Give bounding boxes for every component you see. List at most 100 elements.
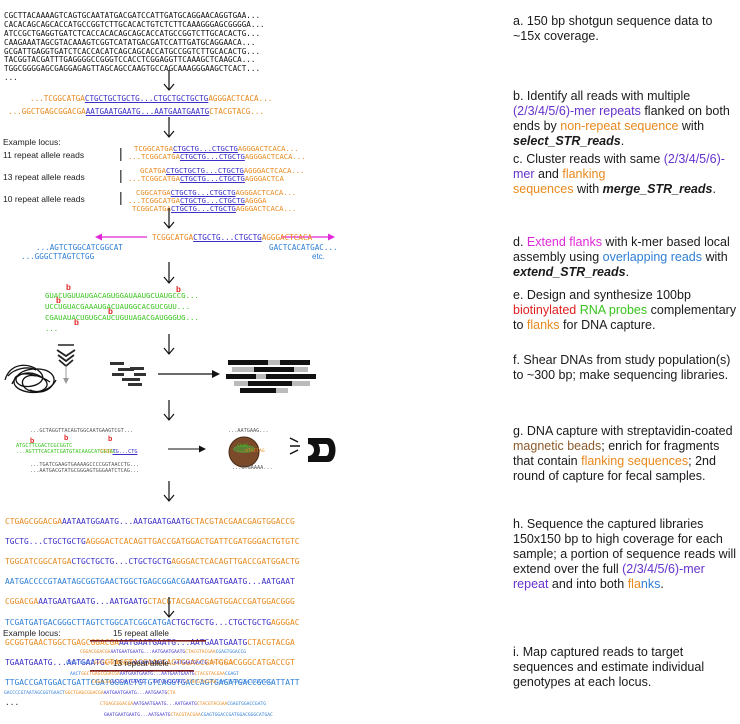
raw-reads-ellipsis: ... xyxy=(4,73,18,83)
allele-15-alignment: CGGACGGACGAAATGAATGAATG...AATGAATGAATGCT… xyxy=(66,649,246,677)
cluster-bracket: | xyxy=(119,145,123,161)
flank-seq: AGGGAC xyxy=(271,617,300,627)
step-d-center-read: TCGGCATGACTGCTG...CTGCTGAGGGACTCACA xyxy=(152,234,312,242)
repeat-seq: CTGCTG...CTGCTG xyxy=(170,204,236,213)
flank-seq: GCGGTGAACTGGCTGAGCGGACGA xyxy=(5,637,120,647)
flank-term: sequences xyxy=(513,182,574,196)
flank-right: AGGGACTCACA... xyxy=(237,144,299,153)
raw-read: CGCTTACAAAAGTCAGTGCAATATGACGATCCATTGATGC… xyxy=(4,10,261,20)
genomic-dna-tangle xyxy=(4,364,57,394)
overlap-term: overlapping reads xyxy=(602,250,702,264)
repeat-seq: CTGCTG...CTGCTG xyxy=(179,152,245,161)
text: h. Sequence the captured libraries 150x1… xyxy=(513,517,737,576)
cluster-bracket: | xyxy=(119,167,123,183)
text: with xyxy=(678,119,705,133)
step-h-text: h. Sequence the captured libraries 150x1… xyxy=(513,517,737,592)
text: e. Design and synthesize 100bp xyxy=(513,288,691,302)
text: g. DNA capture with streptavidin-coated xyxy=(513,424,733,438)
text: b. Identify all reads with multiple xyxy=(513,89,691,103)
step-b-read-2: ...GGCTGAGCGGACGAAATGAATGAATG...AATGAATG… xyxy=(8,108,264,116)
flank-left: ...TCGGCATGA xyxy=(128,174,180,183)
step-a-text: a. 150 bp shotgun sequence data to ~15x … xyxy=(513,14,713,43)
shearing-illustration xyxy=(4,344,316,394)
probe: ...AGTTTCACATCGATGTACAAGCATGGTAC xyxy=(16,449,116,455)
tool-name: extend_STR_reads xyxy=(513,265,626,279)
repeat-seq: CTGCTGCTG...CTGCTGCTG xyxy=(71,557,172,567)
biotin-marker: b xyxy=(64,435,69,442)
allele-13-bar xyxy=(90,670,194,672)
biotin-marker: b xyxy=(74,318,79,327)
text: . xyxy=(660,577,664,591)
text: complementary to xyxy=(513,303,737,332)
raw-read: CACACAGCAGCACCATGCCGGTCTTGCACACTGTCTCTTC… xyxy=(4,19,265,29)
step-i-text: i. Map captured reads to target sequence… xyxy=(513,645,705,689)
capture-background-fragments: ...TGATCGAAGTGAAAAGCCCCGGTAACCTG......AA… xyxy=(30,462,139,474)
fragment: ...TGATCGAAGTGAAAAGCCCCGGTAACCTG... xyxy=(30,462,140,468)
text: for DNA capture. xyxy=(559,318,656,332)
probe: ATGCTTCGACTCGCGGTC xyxy=(16,443,73,449)
cluster-reads-10: CGGCATGACTGCTG...CTGCTGAGGGACTCACA......… xyxy=(128,189,296,213)
flank-seq: CTACGTACGA xyxy=(247,637,295,647)
bead-term: magnetic beads xyxy=(513,439,602,453)
captured-reads-block: CTGAGCGGACGAAATAATGGAATG...AATGAATGAATG C… xyxy=(5,507,300,718)
cluster-label-11: 11 repeat allele reads xyxy=(3,150,85,160)
step-f-text: f. Shear DNAs from study population(s) t… xyxy=(513,353,731,382)
biotin-term: biotinylated xyxy=(513,303,577,317)
repeat-seq: CTGCTG...CTGCTG xyxy=(193,233,262,242)
extension-seq: TTGACCGATGGACTGATTCGATGGGACTGTGTCAGGTGAC… xyxy=(5,677,300,687)
flank-left: ...TCGGCATGA xyxy=(128,196,180,205)
rna-probes: GUACUGUUAUGACAGUGGAUAAUGCUAUGCCG... UCCUG… xyxy=(45,290,199,334)
probe: CGAUAUACUGUGCAUCUGUUAGACGAUGGGUG... xyxy=(45,313,199,322)
flank: ...ATGCTAG xyxy=(237,449,265,454)
flank-right: AGGGACTCACA xyxy=(261,233,313,242)
cluster-label-13: 13 repeat allele reads xyxy=(3,172,85,182)
repeat-seq: CTGCTG...CTGCTG xyxy=(179,196,245,205)
flank-term: flanking sequences xyxy=(581,454,689,468)
repeat-seq: AATGAATGAATG...AATGAATGAATG xyxy=(85,107,210,116)
captured-read: TGGCATCGGCATGACTGCTGCTG...CTGCTGCTGAGGGA… xyxy=(5,557,300,567)
probe: CAAG... xyxy=(237,444,257,449)
flank-left: GCATGA xyxy=(140,166,166,175)
flank-term: fla xyxy=(627,577,641,591)
flank-right: AGGGACTCACA... xyxy=(208,94,273,103)
flank-term: flanking xyxy=(562,167,606,181)
repeat-seq: CTGCTG...CTGCTG xyxy=(179,174,245,183)
flank-right: AGGGACTCACA... xyxy=(235,188,297,197)
repeat-seq: AATAATGGAATG...AATGAATGAATG xyxy=(62,517,191,527)
captured-read: AATGACCCCGTAATAGCGGTGAACTGGCTGAGCGGACGAA… xyxy=(5,577,300,587)
raw-read: TGGCGGGGAGCGAGGAGAGTTAGCAGCCAAGTGCCAGCAA… xyxy=(4,64,261,74)
flank-left: TCGGCATGA xyxy=(134,144,173,153)
allele-13-label: 13 repeat allele xyxy=(113,659,169,668)
step-g-text: g. DNA capture with streptavidin-coated … xyxy=(513,424,737,484)
flank-right: AGGGACTCACA... xyxy=(243,166,305,175)
flank-seq: CTGAGCGGACGA xyxy=(5,517,63,527)
repeat-seq: CTGCTG...CTGCTG xyxy=(172,144,238,153)
extension-seq: TCGATGATGACGGGCTTAGTCTGGCATCGGCATGA xyxy=(5,617,172,627)
overlap-read: ...GGGCTTAGTCTGG xyxy=(21,252,95,261)
captured-read: TCGATGATGACGGGCTTAGTCTGGCATCGGCATGACTGCT… xyxy=(5,618,300,628)
biotin-marker: b xyxy=(176,285,181,294)
flank-left: CGGCATGA xyxy=(136,188,171,197)
flank-right: AGGGACTCACA... xyxy=(244,152,306,161)
probe: UCCUGUACGAAAUGACUAUGGCACGUCGUU... xyxy=(45,302,190,311)
step-c-text: c. Cluster reads with same (2/3/4/5/6)-m… xyxy=(513,152,737,197)
probe: GUACUGUUAUGACAGUGGAUAAUGCUAUGCCG... xyxy=(45,291,199,300)
raw-reads-block: CGCTTACAAAAGTCAGTGCAATATGACGATCCATTGATGC… xyxy=(4,3,265,92)
captured-reads-ellipsis: ... xyxy=(5,697,20,707)
biotin-marker: b xyxy=(108,436,113,443)
repeat-seq: TGCTG...CTGCTGCTG xyxy=(5,537,86,547)
repeat-seq: TGAATGAATG...AATGAATG xyxy=(5,657,105,667)
flank-seq: AGGGACTCACAGTTGACCGATGGACTGATTCGATGGGACT… xyxy=(85,537,300,547)
text: . xyxy=(625,265,630,279)
repeat-term: (2/3/4/5/6)-mer repeats xyxy=(513,104,641,118)
sequencing-libraries xyxy=(226,360,316,393)
repeat-term: (2/3/4/5/6)-mer repeat xyxy=(513,562,705,591)
extension-seq: AATGACCCCGTAATAGCGGTGAACTGGCTGAGCGGACGA xyxy=(5,577,191,587)
biotin-marker: b xyxy=(66,283,71,292)
flank-left: ...GGCTGAGCGGACGA xyxy=(8,107,86,116)
bead-inner: CAAG......ATGCTAG xyxy=(237,444,265,454)
biotin-marker: b xyxy=(56,296,61,305)
flank-seq: CTACGTACGAACGAGTGGACCGATGGACGGG xyxy=(147,597,295,607)
fragment: ...AATGACGTATGCGGGAGTGGGAATCTCAG... xyxy=(30,468,140,474)
sonicator-icon xyxy=(56,344,76,384)
